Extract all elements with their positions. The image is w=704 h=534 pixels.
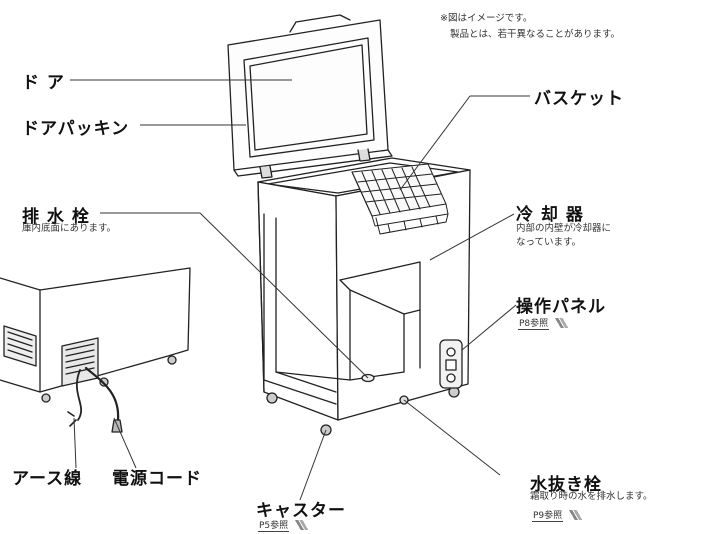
casters-ref-text: P5参照 (258, 521, 290, 532)
control-panel-ref[interactable]: P8参照 (518, 316, 569, 330)
water-drain-ref-text: P9参照 (532, 511, 564, 522)
cooler-note-2: なっています。 (516, 237, 582, 248)
drain-plug-note: 庫内底面にあります。 (22, 223, 117, 234)
label-door: ド ア (22, 73, 65, 93)
water-drain-note: 霜取り時の水を排水します。 (530, 491, 653, 502)
control-panel-ref-text: P8参照 (518, 319, 550, 330)
panel-leader (461, 304, 517, 351)
label-drain-plug: 排 水 栓 (22, 207, 90, 227)
label-water-drain: 水抜き栓 (530, 475, 602, 495)
label-basket: バスケット (534, 89, 624, 109)
door-lid (227, 14, 393, 179)
water-drain-ref[interactable]: P9参照 (532, 508, 583, 522)
control-panel (439, 339, 463, 389)
caster-leader (299, 429, 327, 501)
cord-leader (113, 417, 137, 469)
ground-leader (73, 417, 77, 469)
waterdrain-leader (403, 399, 501, 476)
basket-leader (399, 95, 471, 191)
cooler-leader (429, 213, 515, 261)
ref-arrow-icon (292, 520, 309, 530)
label-casters: キャスター (256, 501, 346, 521)
second-freezer (0, 267, 191, 433)
label-door-gasket: ドアパッキン (22, 119, 130, 139)
label-ground-wire: アース線 (12, 469, 83, 489)
freezer-cabinet (257, 157, 471, 436)
label-cooler: 冷 却 器 (516, 205, 584, 225)
note-product-difference: 製品とは、若干異なることがあります。 (450, 29, 621, 40)
casters-ref[interactable]: P5参照 (258, 518, 309, 532)
ref-arrow-icon (566, 510, 583, 520)
label-power-cord: 電源コード (112, 469, 202, 489)
drain-leader (199, 212, 369, 379)
label-control-panel: 操作パネル (516, 297, 606, 317)
ref-arrow-icon (552, 318, 569, 328)
note-image-disclaimer: ※図はイメージです。 (440, 13, 533, 24)
basket (351, 163, 449, 235)
cooler-note-1: 内部の内壁が冷却器に (516, 223, 612, 234)
